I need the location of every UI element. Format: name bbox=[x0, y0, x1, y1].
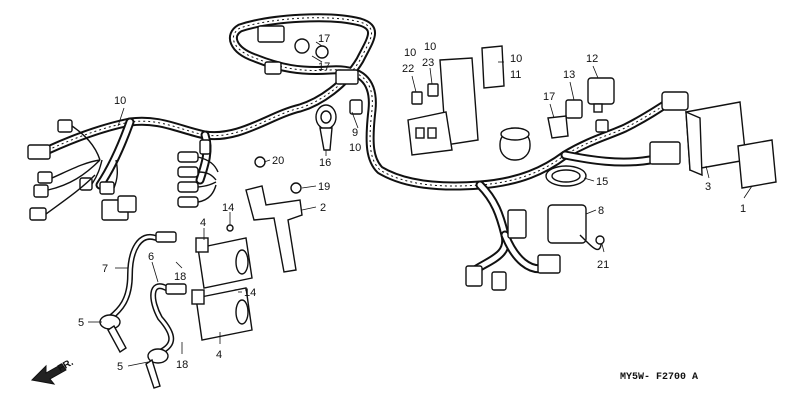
callout-labels: 10 17 17 10 22 10 23 10 11 12 13 17 9 10… bbox=[78, 33, 746, 373]
relay-connectors bbox=[547, 77, 689, 139]
callout-4: 4 bbox=[216, 349, 222, 361]
callout-16: 16 bbox=[319, 157, 331, 169]
callout-5: 5 bbox=[117, 361, 123, 373]
callout-21: 21 bbox=[597, 259, 609, 271]
sensor-8 bbox=[465, 204, 603, 291]
callout-17: 17 bbox=[543, 91, 555, 103]
leader-lines bbox=[88, 41, 753, 367]
left-connector-cluster bbox=[27, 119, 137, 221]
callout-17: 17 bbox=[318, 61, 330, 73]
callout-10: 10 bbox=[424, 41, 436, 53]
callout-17: 17 bbox=[318, 33, 330, 45]
callout-15: 15 bbox=[596, 176, 608, 188]
callout-23: 23 bbox=[422, 57, 434, 69]
callout-2: 2 bbox=[320, 202, 326, 214]
figure-code: MY5W- F2700 A bbox=[620, 372, 698, 383]
ignition-coil-lower bbox=[191, 287, 253, 341]
arrow-icon bbox=[30, 363, 67, 385]
plug-stack bbox=[177, 139, 219, 208]
callout-8: 8 bbox=[598, 205, 604, 217]
callout-11: 11 bbox=[510, 69, 521, 81]
callout-12: 12 bbox=[586, 53, 598, 65]
callout-18: 18 bbox=[176, 359, 188, 371]
front-direction-arrow: FR. bbox=[30, 357, 76, 385]
ignition-coil-upper bbox=[195, 237, 253, 289]
bracket-2 bbox=[226, 156, 605, 297]
callout-3: 3 bbox=[705, 181, 711, 193]
callout-10: 10 bbox=[349, 142, 361, 154]
top-connectors bbox=[257, 25, 363, 115]
direction-label: FR. bbox=[56, 357, 76, 375]
regulator-cylinder bbox=[499, 127, 531, 161]
callout-10: 10 bbox=[404, 47, 416, 59]
callout-9: 9 bbox=[352, 127, 358, 139]
callout-14: 14 bbox=[244, 287, 256, 299]
callout-18: 18 bbox=[174, 271, 186, 283]
callout-20: 20 bbox=[272, 155, 284, 167]
callout-13: 13 bbox=[563, 69, 575, 81]
cdi-units bbox=[649, 101, 777, 189]
fuse-box bbox=[407, 45, 505, 156]
callout-10: 10 bbox=[114, 95, 126, 107]
main-wire-harness bbox=[43, 13, 677, 275]
callout-1: 1 bbox=[740, 203, 746, 215]
callout-5: 5 bbox=[78, 317, 84, 329]
callout-22: 22 bbox=[402, 63, 414, 75]
callout-19: 19 bbox=[318, 181, 330, 193]
callout-7: 7 bbox=[102, 263, 108, 275]
callout-4: 4 bbox=[200, 217, 206, 229]
callout-6: 6 bbox=[148, 251, 154, 263]
high-tension-cords bbox=[107, 231, 187, 355]
band-15 bbox=[545, 165, 587, 187]
plug-caps bbox=[99, 314, 169, 389]
callout-10: 10 bbox=[510, 53, 522, 65]
callout-14: 14 bbox=[222, 202, 234, 214]
clamp-16 bbox=[315, 104, 337, 151]
